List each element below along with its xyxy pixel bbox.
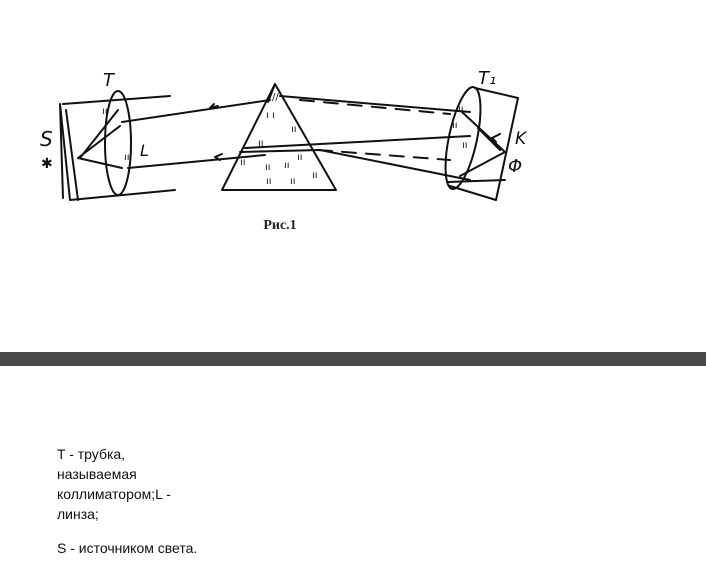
ray-top-left: [121, 99, 271, 123]
label-source: S: [40, 127, 53, 151]
hatch-mark: //: [272, 92, 279, 103]
ray-lower-right: [319, 149, 471, 181]
paragraph-source: S - источником света.: [57, 540, 198, 556]
hatch-mark: ıı: [452, 120, 458, 131]
page-bottom: T - трубка, называемая коллиматором;L - …: [0, 366, 706, 573]
hatch-mark: ıı: [240, 157, 246, 168]
paragraph-definitions: T - трубка, называемая коллиматором;L - …: [57, 446, 171, 522]
prism-inner-bottom: [239, 149, 321, 153]
telescope-focus-rays: [459, 111, 506, 177]
label-k: K: [515, 129, 528, 149]
label-tube-right: T₁: [478, 68, 496, 89]
hatch-mark: ıı: [291, 124, 297, 135]
telescope-lens: [444, 86, 482, 190]
source-star-icon: ✱: [41, 155, 53, 171]
ray-top-right: [279, 95, 471, 113]
source-rays: [77, 109, 123, 169]
figure-caption: Рис.1: [263, 218, 297, 233]
arrow-top-left: [209, 103, 219, 109]
hatch-mark: ıı: [258, 138, 264, 149]
hatch-mark: ıı: [462, 140, 468, 151]
prism-hatching: // ı ı ıı ıı ıı ıı ıı ıı ıı ıı ıı ıı ıı …: [102, 92, 468, 187]
hatch-mark: ıı: [290, 176, 296, 187]
prism: [221, 83, 337, 191]
collimator-lens: [104, 90, 132, 196]
hatch-mark: ıı: [297, 152, 303, 163]
hatch-mark: ıı: [266, 176, 272, 187]
hatch-mark: ıı: [458, 104, 464, 115]
page-top: T T₁ S ✱ L K Φ // ı ı ıı ıı ıı ıı ıı ıı …: [40, 68, 528, 233]
hatch-mark: ıı: [124, 152, 130, 163]
ray-dashed-2: [317, 149, 451, 161]
ray-bottom-left: [127, 154, 266, 169]
arrow-bottom-left: [214, 153, 223, 161]
page-separator: [0, 352, 706, 366]
hatch-mark: ı ı: [266, 110, 275, 121]
collimator-tube-outline: [59, 95, 176, 201]
label-lens: L: [140, 141, 149, 160]
hatch-mark: ıı: [265, 162, 271, 173]
ray-bottom-right: [244, 135, 471, 149]
hatch-mark: ıı: [312, 170, 318, 181]
ray-dashed-1: [299, 99, 451, 115]
prism-inner-top: [267, 83, 276, 103]
collimator-slit: [65, 109, 79, 201]
label-tube-left: T: [103, 70, 116, 91]
label-phi: Φ: [508, 156, 522, 177]
spectroscope-diagram: T T₁ S ✱ L K Φ // ı ı ıı ıı ıı ıı ıı ıı …: [40, 68, 528, 201]
hatch-mark: ıı: [102, 106, 108, 117]
hatch-mark: ıı: [284, 160, 290, 171]
telescope-tube-outline: [447, 87, 519, 201]
arrow-k: [491, 133, 501, 143]
